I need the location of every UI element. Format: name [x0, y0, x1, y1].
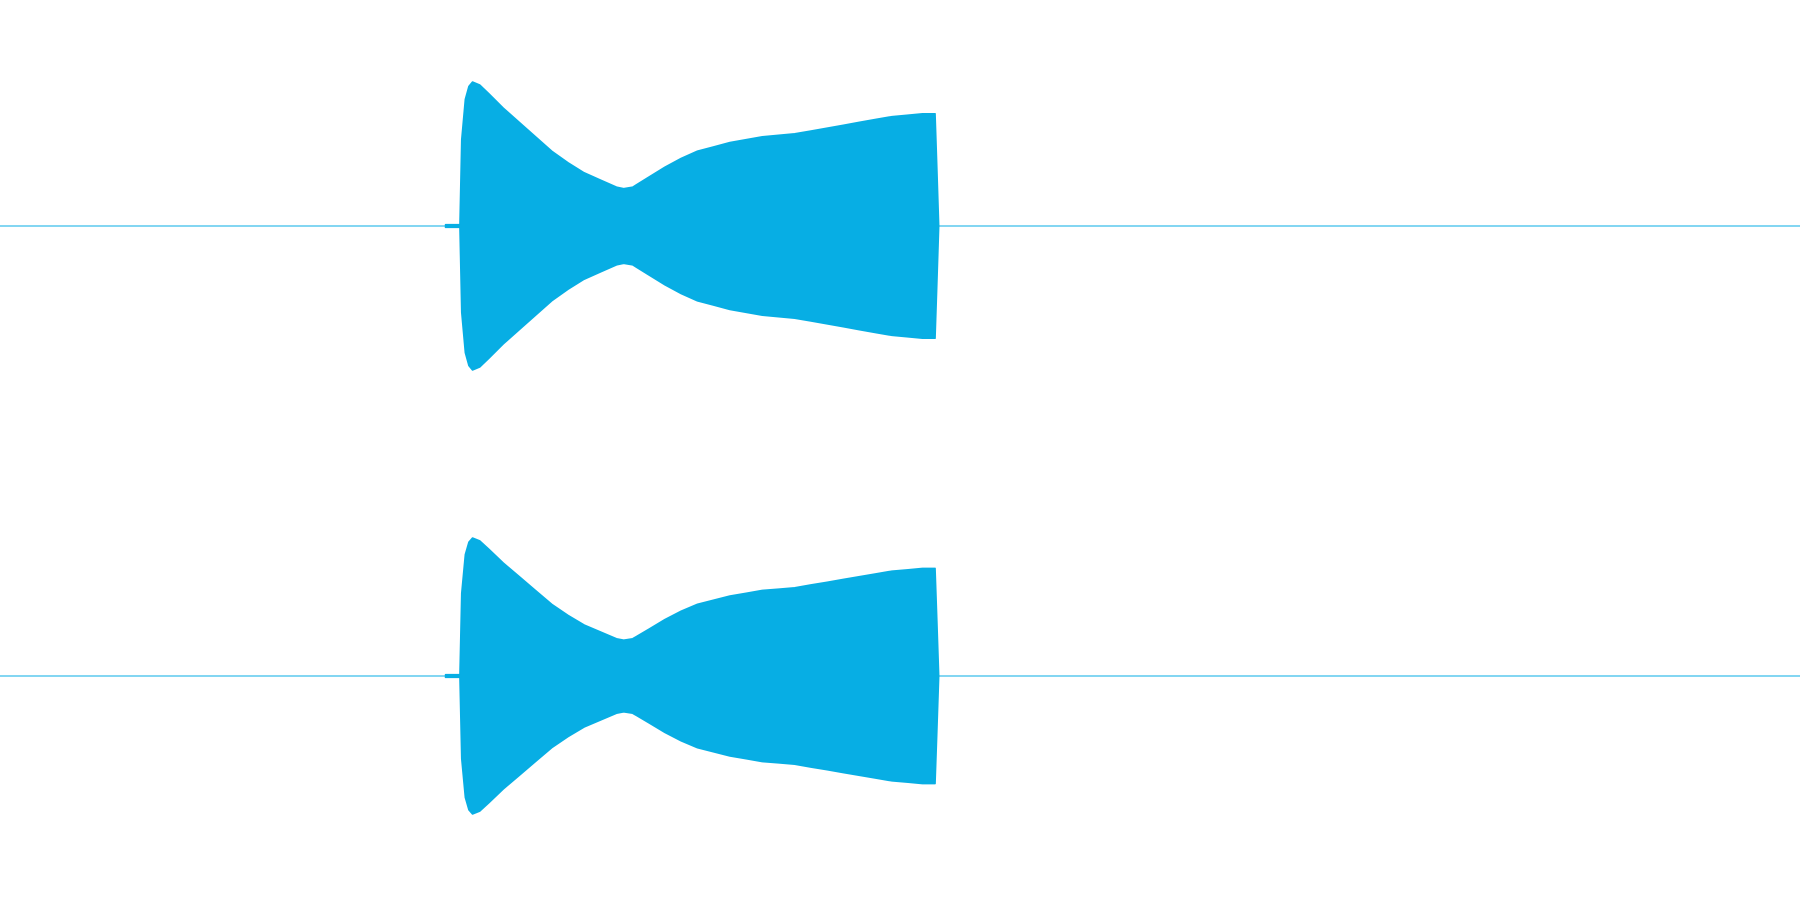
channel-2-waveform: [444, 537, 940, 815]
channel-2-onset-marker: [445, 674, 460, 678]
channel-1-onset-marker: [445, 224, 460, 228]
channel-2-track[interactable]: [0, 537, 1800, 815]
channel-1-track[interactable]: [0, 81, 1800, 371]
channel-1-waveform: [444, 81, 940, 371]
